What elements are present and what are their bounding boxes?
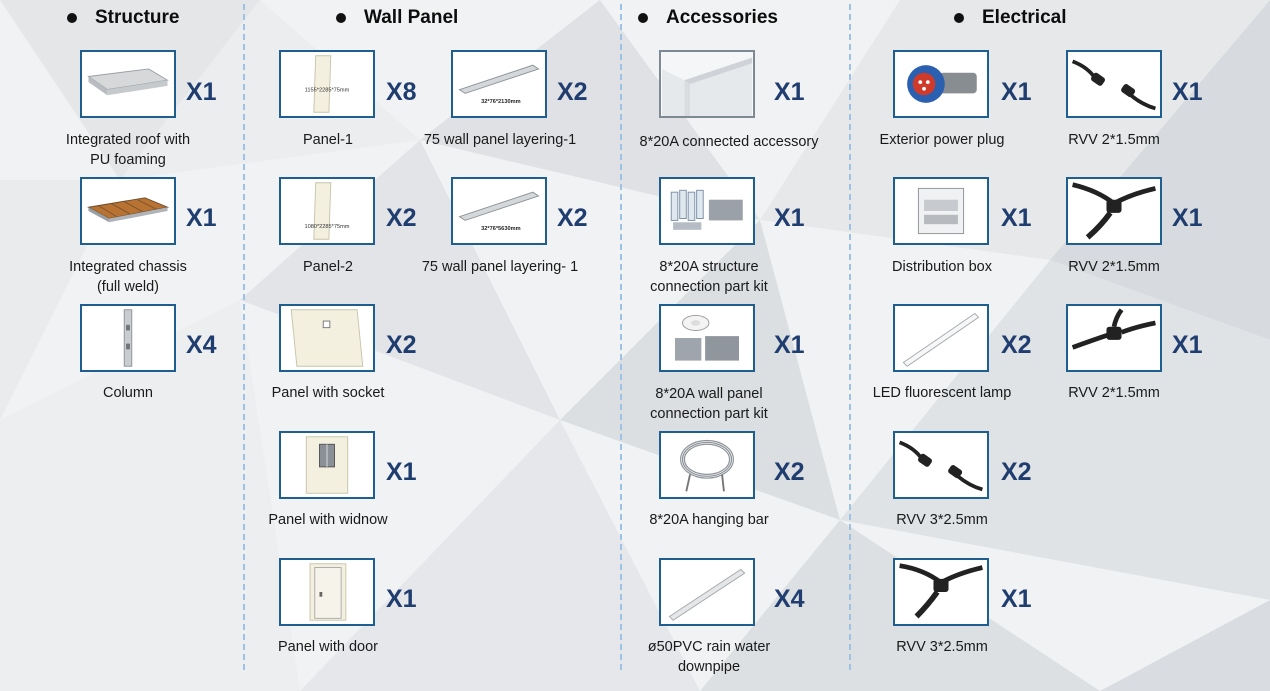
quantity: X1 bbox=[386, 585, 417, 613]
section-title: Accessories bbox=[666, 7, 778, 28]
item-label: 75 wall panel layering-1 bbox=[423, 132, 577, 148]
quantity: X1 bbox=[1001, 204, 1032, 232]
led-tube-icon bbox=[893, 304, 989, 372]
quantity: X2 bbox=[386, 331, 417, 359]
column-divider bbox=[849, 4, 851, 670]
quantity: X8 bbox=[386, 78, 417, 106]
section-title: Wall Panel bbox=[364, 7, 459, 28]
item-label: Panel-1 bbox=[303, 132, 353, 148]
bullet-icon bbox=[638, 13, 648, 23]
item-label: Panel with socket bbox=[271, 385, 385, 401]
item-label: 8*20A connected accessory bbox=[639, 134, 819, 150]
item-label: Column bbox=[103, 385, 153, 401]
item-label: Exterior power plug bbox=[879, 132, 1005, 148]
item-label: RVV 3*2.5mm bbox=[896, 512, 988, 528]
bullet-icon bbox=[67, 13, 77, 23]
rail-icon: 32*76*2130mm bbox=[451, 50, 547, 118]
quantity: X1 bbox=[774, 78, 805, 106]
quantity: X1 bbox=[1001, 78, 1032, 106]
section-title: Structure bbox=[95, 7, 180, 28]
bullet-icon bbox=[336, 13, 346, 23]
wall-panel-icon: 1155*2285*75mm bbox=[279, 50, 375, 118]
item-label: 75 wall panel layering- 1 bbox=[421, 259, 579, 275]
distribution-box-icon bbox=[893, 177, 989, 245]
quantity: X4 bbox=[774, 585, 805, 613]
parts-kit-icon bbox=[659, 177, 755, 245]
quantity: X1 bbox=[386, 458, 417, 486]
item-label: 8*20A structure connection part kit bbox=[650, 259, 768, 295]
quantity: X2 bbox=[386, 204, 417, 232]
item-label: Integrated chassis (full weld) bbox=[69, 259, 187, 295]
roof-panel-icon bbox=[80, 50, 176, 118]
item-label: Panel-2 bbox=[303, 259, 353, 275]
item-label: ø50PVC rain water downpipe bbox=[647, 639, 771, 675]
panel-dimension: 1080*2285*75mm bbox=[304, 224, 349, 230]
section-heading-wall-panel: Wall Panel bbox=[336, 6, 458, 30]
connector-t-icon bbox=[1066, 304, 1162, 372]
connector-t-icon bbox=[893, 558, 989, 626]
quantity: X1 bbox=[1172, 204, 1203, 232]
power-plug-icon bbox=[893, 50, 989, 118]
quantity: X1 bbox=[1001, 585, 1032, 613]
bullet-icon bbox=[954, 13, 964, 23]
window-panel-icon bbox=[279, 431, 375, 499]
tape-kit-icon bbox=[659, 304, 755, 372]
item-label: RVV 3*2.5mm bbox=[896, 639, 988, 655]
quantity: X1 bbox=[1172, 78, 1203, 106]
item-label: LED fluorescent lamp bbox=[872, 385, 1012, 401]
chassis-icon bbox=[80, 177, 176, 245]
quantity: X2 bbox=[557, 204, 588, 232]
socket-panel-icon bbox=[279, 304, 375, 372]
column-divider bbox=[620, 4, 622, 670]
quantity: X2 bbox=[1001, 331, 1032, 359]
connector-pair-icon bbox=[893, 431, 989, 499]
section-title: Electrical bbox=[982, 7, 1067, 28]
item-label: Panel with door bbox=[278, 639, 378, 655]
column-icon bbox=[80, 304, 176, 372]
pipe-icon bbox=[659, 558, 755, 626]
connector-t-icon bbox=[1066, 177, 1162, 245]
quantity: X2 bbox=[1001, 458, 1032, 486]
quantity: X1 bbox=[774, 331, 805, 359]
section-heading-electrical: Electrical bbox=[954, 6, 1067, 30]
section-heading-accessories: Accessories bbox=[638, 6, 778, 30]
quantity: X1 bbox=[774, 204, 805, 232]
item-label: RVV 2*1.5mm bbox=[1068, 132, 1160, 148]
quantity: X1 bbox=[186, 78, 217, 106]
column-divider bbox=[243, 4, 245, 670]
quantity: X2 bbox=[774, 458, 805, 486]
item-label: RVV 2*1.5mm bbox=[1068, 385, 1160, 401]
wall-panel-icon: 1080*2285*75mm bbox=[279, 177, 375, 245]
corner-trim-icon bbox=[659, 50, 755, 118]
quantity: X1 bbox=[1172, 331, 1203, 359]
item-label: RVV 2*1.5mm bbox=[1068, 259, 1160, 275]
item-label: 8*20A wall panel connection part kit bbox=[650, 386, 768, 422]
cable-coil-icon bbox=[659, 431, 755, 499]
quantity: X2 bbox=[557, 78, 588, 106]
item-label: Panel with widnow bbox=[268, 512, 388, 528]
connector-pair-icon bbox=[1066, 50, 1162, 118]
rail-dimension: 32*76*5630mm bbox=[481, 226, 520, 232]
item-label: Distribution box bbox=[892, 259, 992, 275]
item-label: Integrated roof with PU foaming bbox=[65, 132, 191, 168]
quantity: X1 bbox=[186, 204, 217, 232]
door-panel-icon bbox=[279, 558, 375, 626]
rail-icon: 32*76*5630mm bbox=[451, 177, 547, 245]
quantity: X4 bbox=[186, 331, 217, 359]
section-heading-structure: Structure bbox=[67, 6, 179, 30]
rail-dimension: 32*76*2130mm bbox=[481, 99, 520, 105]
item-label: 8*20A hanging bar bbox=[649, 512, 769, 528]
panel-dimension: 1155*2285*75mm bbox=[305, 88, 350, 94]
